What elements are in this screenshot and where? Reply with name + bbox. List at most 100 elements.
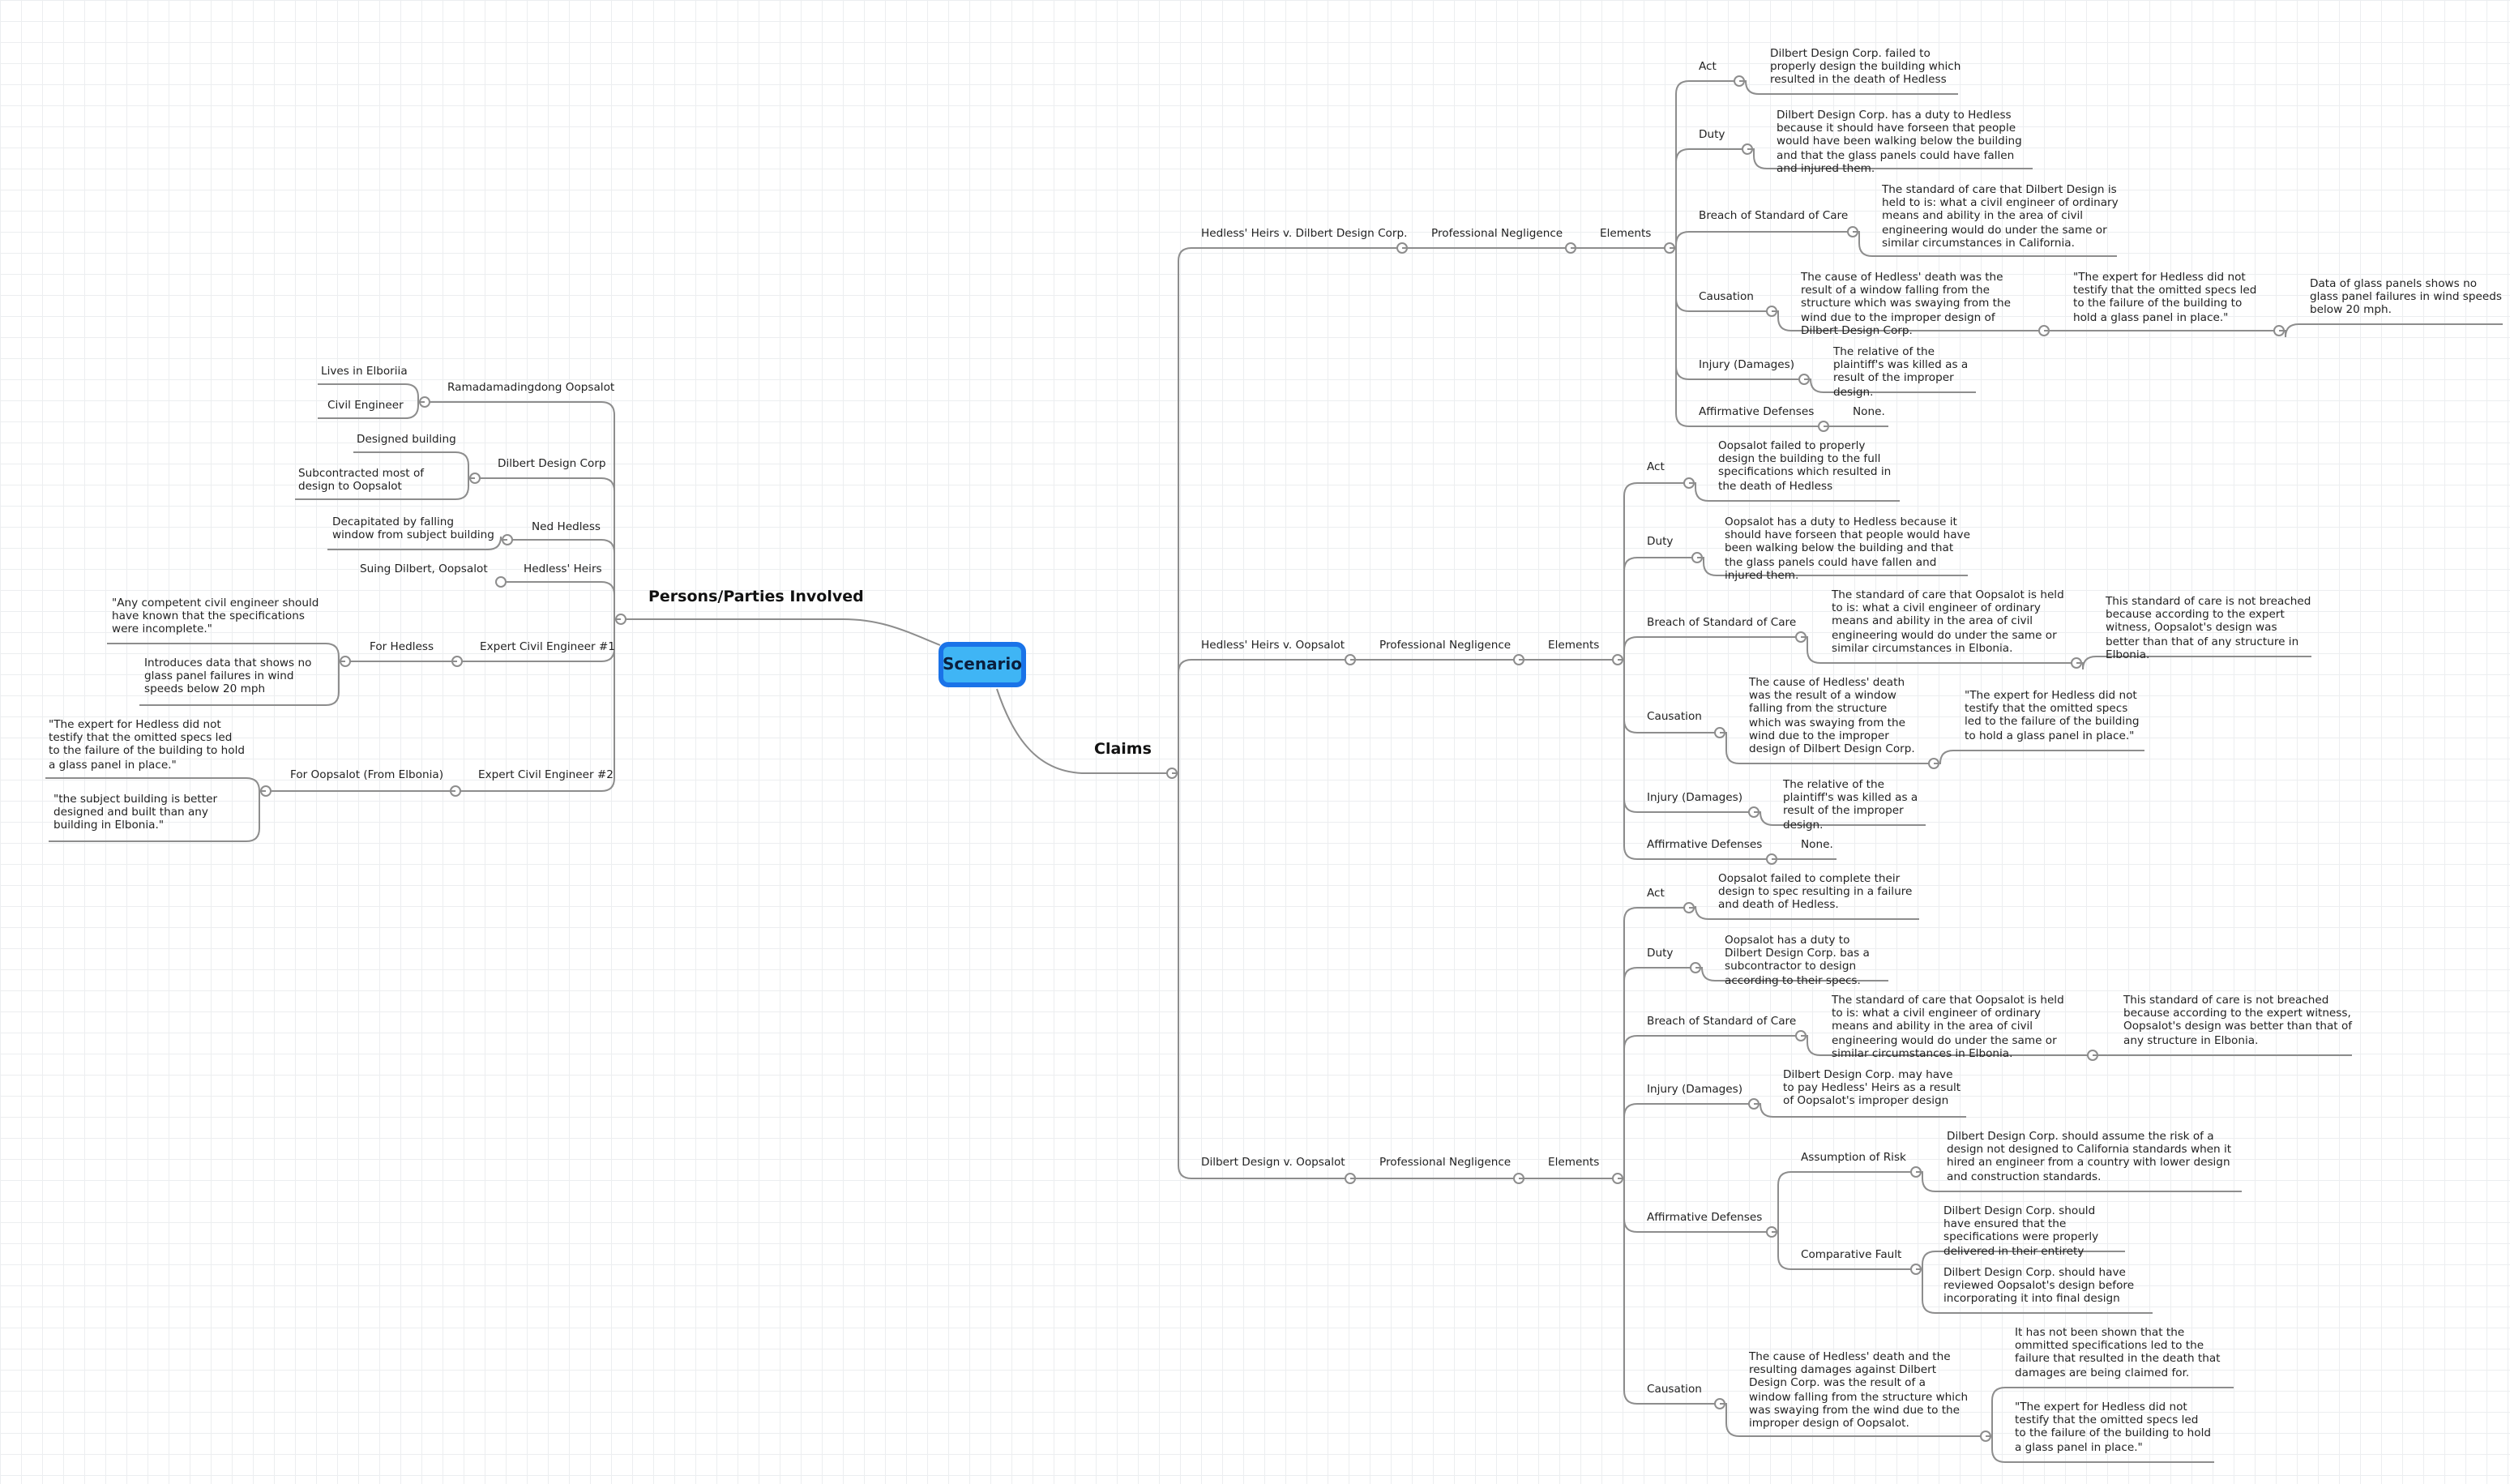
node-expert-1-data[interactable]: Introduces data that shows no glass pane… (144, 656, 312, 696)
connector-line (1618, 636, 1801, 661)
claim-3-affirm[interactable]: Affirmative Defenses (1647, 1211, 1763, 1224)
collapse-toggle[interactable] (495, 576, 507, 588)
claim-1-causation-expert[interactable]: "The expert for Hedless did not testify … (2073, 271, 2257, 324)
node-oopsalot-role[interactable]: Civil Engineer (327, 399, 404, 412)
branch-persons-parties[interactable]: Persons/Parties Involved (648, 588, 864, 606)
connector-line (318, 401, 425, 419)
claim-3-title[interactable]: Dilbert Design v. Oopsalot (1201, 1156, 1345, 1169)
claim-1-causation-text[interactable]: The cause of Hedless' death was the resu… (1801, 271, 2011, 337)
claim-2-duty[interactable]: Duty (1647, 535, 1674, 548)
connector-line (1618, 907, 1689, 1179)
connector-line (295, 477, 475, 500)
claim-1-injury[interactable]: Injury (Damages) (1699, 358, 1795, 371)
root-node-scenario[interactable]: Scenario (939, 642, 1026, 687)
connector-line (1172, 247, 1402, 774)
connector-line (327, 536, 507, 550)
node-dilbert-corp[interactable]: Dilbert Design Corp (498, 457, 606, 470)
connector-line (1916, 1171, 2242, 1192)
connector-line (1916, 1268, 2153, 1314)
claim-2-injury-text[interactable]: The relative of the plaintiff's was kill… (1783, 778, 1918, 832)
claim-2-duty-text[interactable]: Oopsalot has a duty to Hedless because i… (1725, 515, 1970, 582)
connector-line (1739, 80, 1958, 95)
claim-1-act[interactable]: Act (1699, 60, 1717, 73)
claim-3-breach[interactable]: Breach of Standard of Care (1647, 1015, 1797, 1028)
node-expert-2-quote-2[interactable]: "the subject building is better designed… (53, 793, 218, 832)
node-dilbert-designed[interactable]: Designed building (357, 433, 456, 446)
claim-3-injury[interactable]: Injury (Damages) (1647, 1083, 1743, 1096)
claim-1-breach-text[interactable]: The standard of care that Dilbert Design… (1882, 183, 2119, 250)
claim-1-title[interactable]: Hedless' Heirs v. Dilbert Design Corp. (1201, 227, 1408, 240)
claim-3-comp[interactable]: Comparative Fault (1801, 1248, 1902, 1261)
claim-2-breach-note[interactable]: This standard of care is not breached be… (2106, 595, 2311, 661)
claim-3-causation[interactable]: Causation (1647, 1383, 1702, 1396)
node-expert-1-quote[interactable]: "Any competent civil engineer should hav… (112, 597, 319, 636)
node-expert-1-side[interactable]: For Hedless (370, 640, 434, 653)
claim-3-act[interactable]: Act (1647, 887, 1665, 900)
node-expert-2-side[interactable]: For Oopsalot (From Elbonia) (290, 768, 444, 781)
connector-line (425, 401, 621, 620)
connector-line (1772, 1231, 1916, 1270)
claim-3-risk-text[interactable]: Dilbert Design Corp. should assume the r… (1947, 1130, 2232, 1183)
node-expert-2-quote-1[interactable]: "The expert for Hedless did not testify … (49, 718, 245, 772)
claim-3-injury-text[interactable]: Dilbert Design Corp. may have to pay Hed… (1783, 1068, 1961, 1108)
claim-1-affirm[interactable]: Affirmative Defenses (1699, 405, 1815, 418)
claim-1-injury-text[interactable]: The relative of the plaintiff's was kill… (1833, 345, 1969, 399)
connector-line (1697, 557, 1968, 576)
claim-1-causation[interactable]: Causation (1699, 290, 1754, 303)
claim-1-type[interactable]: Professional Negligence (1431, 227, 1563, 240)
claim-3-act-text[interactable]: Oopsalot failed to complete their design… (1718, 872, 1913, 912)
claim-3-comp-text-2[interactable]: Dilbert Design Corp. should have reviewe… (1943, 1266, 2135, 1306)
branch-claims[interactable]: Claims (1094, 741, 1152, 759)
claim-3-elements[interactable]: Elements (1548, 1156, 1600, 1169)
claim-1-duty[interactable]: Duty (1699, 128, 1725, 141)
node-expert-1[interactable]: Expert Civil Engineer #1 (480, 640, 615, 653)
node-heirs-note[interactable]: Suing Dilbert, Oopsalot (360, 562, 488, 575)
node-oopsalot[interactable]: Ramadamadingdong Oopsalot (447, 381, 615, 394)
claim-3-causation-note-2[interactable]: "The expert for Hedless did not testify … (2015, 1401, 2211, 1454)
claim-3-risk[interactable]: Assumption of Risk (1801, 1151, 1906, 1164)
claim-3-causation-note-1[interactable]: It has not been shown that the ommitted … (2015, 1326, 2221, 1379)
claim-3-duty[interactable]: Duty (1647, 947, 1674, 960)
claim-1-affirm-text[interactable]: None. (1853, 405, 1885, 418)
connector-line (1772, 1171, 1916, 1233)
claim-2-title[interactable]: Hedless' Heirs v. Oopsalot (1201, 639, 1345, 652)
claim-3-breach-note[interactable]: This standard of care is not breached be… (2123, 994, 2353, 1047)
connector-line (996, 688, 1170, 774)
connector-line (1747, 148, 2033, 169)
connector-line (1986, 1387, 2234, 1437)
connector-line (1695, 967, 1888, 981)
node-expert-2[interactable]: Expert Civil Engineer #2 (478, 768, 614, 781)
node-ned-note[interactable]: Decapitated by falling window from subje… (332, 515, 494, 542)
claim-3-duty-text[interactable]: Oopsalot has a duty to Dilbert Design Co… (1725, 934, 1870, 987)
claim-2-causation-expert[interactable]: "The expert for Hedless did not testify … (1965, 689, 2140, 742)
connector-line (1772, 310, 2044, 331)
claim-2-affirm-text[interactable]: None. (1801, 838, 1833, 851)
node-ned-hedless[interactable]: Ned Hedless (532, 520, 601, 533)
claim-2-injury[interactable]: Injury (Damages) (1647, 791, 1743, 804)
connector-line (1670, 80, 1739, 249)
claim-1-duty-text[interactable]: Dilbert Design Corp. has a duty to Hedle… (1777, 109, 2022, 175)
claim-3-causation-text[interactable]: The cause of Hedless' death and the resu… (1749, 1350, 1969, 1431)
node-oopsalot-lives[interactable]: Lives in Elboriia (321, 365, 408, 378)
claim-2-act[interactable]: Act (1647, 460, 1665, 473)
node-hedless-heirs[interactable]: Hedless' Heirs (524, 562, 602, 575)
claim-3-type[interactable]: Professional Negligence (1379, 1156, 1512, 1169)
claim-2-causation-text[interactable]: The cause of Hedless' death was the resu… (1749, 676, 1915, 756)
node-dilbert-subcontracted[interactable]: Subcontracted most of design to Oopsalot (298, 467, 425, 494)
connector-line (1172, 772, 1350, 1179)
claim-2-breach-text[interactable]: The standard of care that Oopsalot is he… (1832, 588, 2064, 655)
claim-2-act-text[interactable]: Oopsalot failed to properly design the b… (1718, 439, 1892, 493)
claim-1-causation-data[interactable]: Data of glass panels shows no glass pane… (2310, 277, 2502, 317)
claim-2-elements[interactable]: Elements (1548, 639, 1600, 652)
claim-2-affirm[interactable]: Affirmative Defenses (1647, 838, 1763, 851)
connector-line (1689, 905, 1919, 920)
claim-3-comp-text-1[interactable]: Dilbert Design Corp. should have ensured… (1943, 1204, 2099, 1258)
claim-2-breach[interactable]: Breach of Standard of Care (1647, 616, 1797, 629)
claim-3-breach-text[interactable]: The standard of care that Oopsalot is he… (1832, 994, 2064, 1060)
claim-2-causation[interactable]: Causation (1647, 710, 1702, 723)
claim-1-act-text[interactable]: Dilbert Design Corp. failed to properly … (1770, 47, 1961, 87)
claim-2-type[interactable]: Professional Negligence (1379, 639, 1512, 652)
claim-1-elements[interactable]: Elements (1600, 227, 1652, 240)
claim-1-breach[interactable]: Breach of Standard of Care (1699, 209, 1849, 222)
